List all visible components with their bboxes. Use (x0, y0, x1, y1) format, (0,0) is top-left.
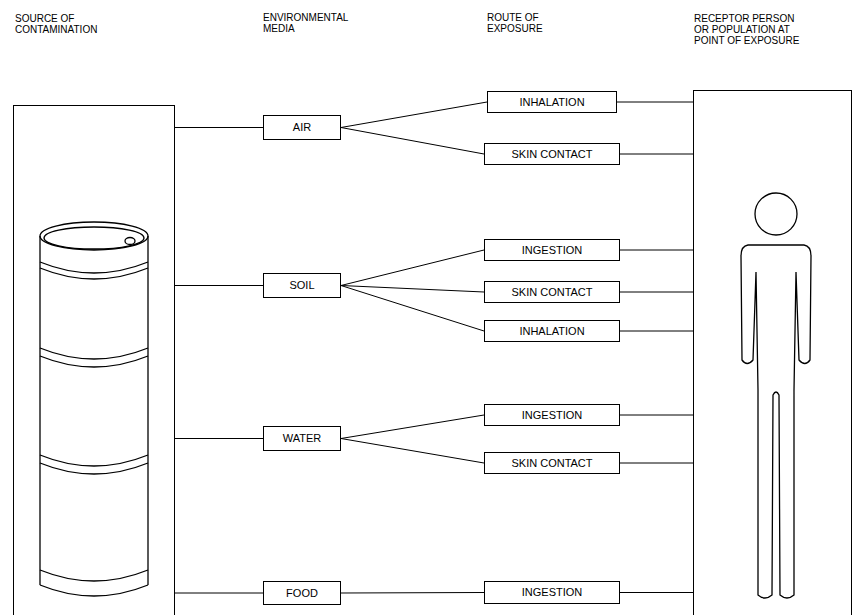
column-heading: SOURCE OF CONTAMINATION (15, 13, 110, 35)
connector-line (341, 286, 484, 332)
connector-line (341, 592, 484, 594)
box-label: INHALATION (519, 97, 584, 108)
connector-line (620, 292, 693, 293)
connector-line (341, 415, 484, 439)
box-label: FOOD (286, 588, 318, 599)
connector-line (175, 438, 263, 439)
box-label: INGESTION (522, 587, 583, 598)
connector-line (341, 128, 484, 155)
box-label: INHALATION (519, 326, 584, 337)
connector-line (620, 154, 693, 155)
process-box: SKIN CONTACT (484, 452, 620, 474)
process-box: WATER (263, 426, 341, 451)
process-box: SKIN CONTACT (484, 143, 620, 165)
connector-line (175, 593, 263, 594)
group-frame: RECEPTOR PERSON OR POPULATION AT POINT O… (693, 90, 852, 615)
process-box: SKIN CONTACT (484, 281, 620, 303)
connector-line (175, 285, 263, 286)
process-box: FOOD (263, 581, 341, 605)
process-box: INHALATION (487, 91, 617, 113)
process-box: AIR (263, 115, 341, 140)
process-box: INHALATION (484, 320, 620, 342)
connector-line (341, 286, 484, 293)
box-label: AIR (293, 122, 311, 133)
box-label: SKIN CONTACT (511, 458, 592, 469)
process-box: INGESTION (484, 581, 620, 604)
column-heading: RECEPTOR PERSON OR POPULATION AT POINT O… (694, 13, 810, 46)
drum-drawing (40, 222, 148, 596)
column-heading: ROUTE OF EXPOSURE (487, 12, 559, 34)
connector-line (620, 463, 693, 464)
connector-line (341, 102, 487, 128)
process-box: INGESTION (484, 239, 620, 261)
box-label: SKIN CONTACT (511, 287, 592, 298)
connector-line (617, 102, 693, 103)
box-label: INGESTION (522, 410, 583, 421)
connector-line (620, 250, 693, 251)
connector-line (620, 592, 693, 593)
column-heading: ENVIRONMENTAL MEDIA (263, 12, 358, 34)
connector-line (341, 439, 484, 464)
connector-line (341, 250, 484, 286)
connector-line (620, 331, 693, 332)
person-figure (741, 193, 811, 598)
process-box: INGESTION (484, 404, 620, 426)
group-frame: SOURCE OF CONTAMINATION (13, 105, 175, 615)
box-label: WATER (283, 433, 322, 444)
box-label: SKIN CONTACT (511, 149, 592, 160)
box-label: SOIL (289, 280, 314, 291)
box-label: INGESTION (522, 245, 583, 256)
process-box: SOIL (263, 273, 341, 298)
connector-line (620, 415, 693, 416)
connector-line (175, 127, 263, 128)
